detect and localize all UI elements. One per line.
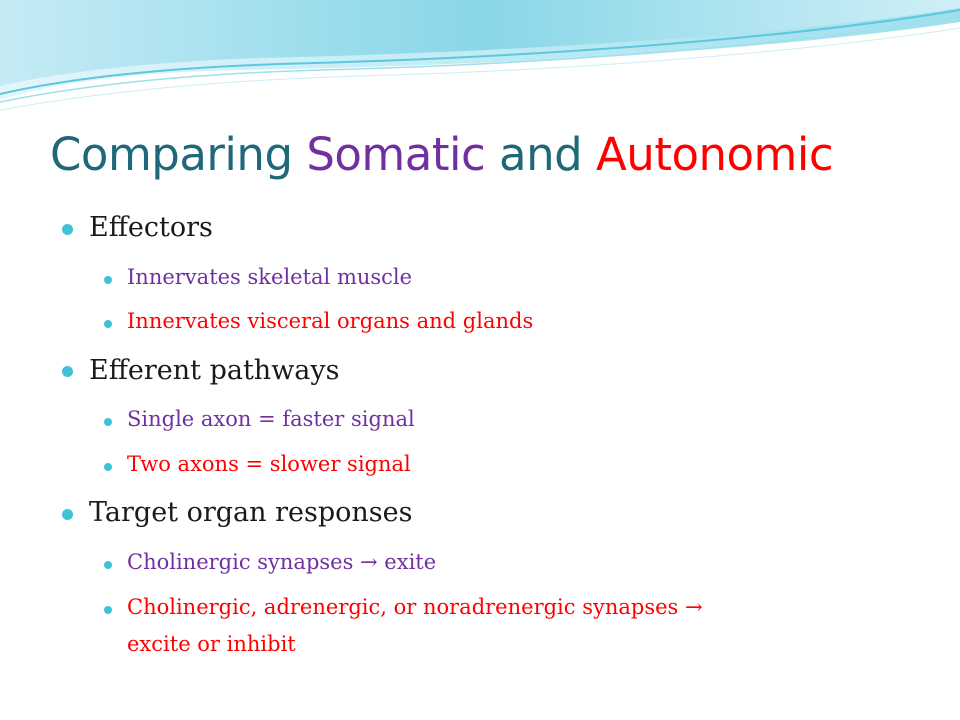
bullet-dot-icon: [104, 320, 112, 328]
title-and: and: [485, 128, 597, 181]
autonomic-response-text-line1: Cholinergic, adrenergic, or noradrenergi…: [127, 595, 703, 619]
bullet-dot-icon: [104, 463, 112, 471]
autonomic-response-text-line2: excite or inhibit: [127, 632, 296, 656]
section-heading-target-organ-responses: Target organ responses: [89, 497, 413, 528]
title-prefix: Comparing: [50, 128, 307, 181]
somatic-effectors-text: Innervates skeletal muscle: [127, 265, 413, 289]
bullet-dot-icon: [104, 561, 112, 569]
section-heading-efferent-pathways: Efferent pathways: [89, 355, 340, 386]
bullet-dot-icon: [104, 418, 112, 426]
bullet-dot-icon: [104, 276, 112, 284]
bullet-dot-icon: [62, 509, 73, 520]
title-somatic: Somatic: [306, 128, 486, 181]
bullet-dot-icon: [62, 366, 73, 377]
section-heading-effectors: Effectors: [89, 212, 213, 243]
header-wave-decoration: [0, 0, 960, 111]
somatic-response-text: Cholinergic synapses → exite: [127, 550, 437, 574]
autonomic-pathway-text: Two axons = slower signal: [127, 452, 411, 476]
bullet-dot-icon: [62, 224, 73, 235]
bullet-dot-icon: [104, 606, 112, 614]
slide-title: Comparing Somatic and Autonomic: [50, 128, 834, 182]
somatic-pathway-text: Single axon = faster signal: [127, 407, 415, 431]
autonomic-effectors-text: Innervates visceral organs and glands: [127, 309, 534, 333]
title-autonomic: Autonomic: [596, 128, 834, 181]
